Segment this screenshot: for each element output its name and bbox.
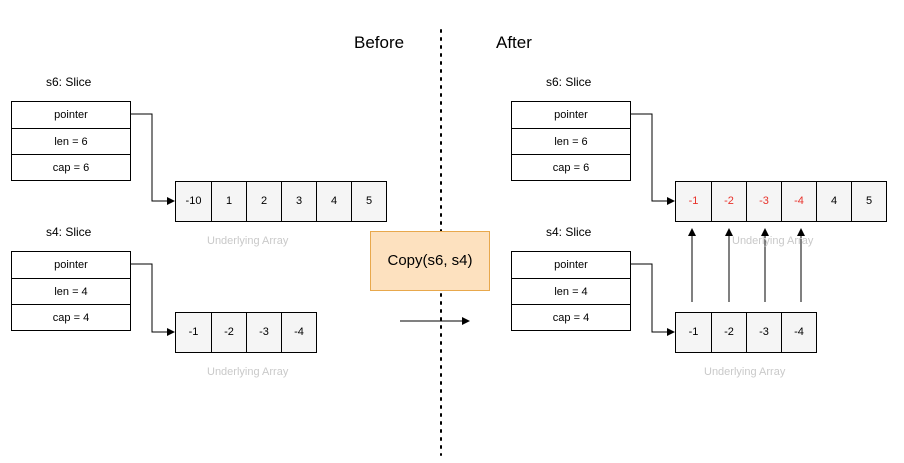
array-cell: -1 [688, 195, 699, 207]
after-s6-slice-struct: pointer len = 6 cap = 6 [511, 101, 631, 181]
after-s6-array-caption: Underlying Array [732, 235, 814, 247]
before-s4-array: -1 -2 -3 -4 [175, 312, 317, 353]
after-s4-slice-struct: pointer len = 4 cap = 4 [511, 251, 631, 331]
after-s4-title: s4: Slice [546, 225, 592, 239]
before-s6-array-caption: Underlying Array [207, 235, 289, 247]
array-cell: 2 [246, 182, 281, 221]
after-s6-cap: cap = 6 [512, 154, 630, 180]
before-s4-slice-struct: pointer len = 4 cap = 4 [11, 251, 131, 331]
before-s4-len: len = 4 [12, 278, 130, 304]
after-s6-pointer-arrow [630, 113, 675, 205]
after-s4-len: len = 4 [512, 278, 630, 304]
copy-operation-box: Copy(s6, s4) [370, 231, 490, 291]
before-s6-pointer-arrow [130, 113, 175, 205]
after-s4-pointer-arrow [630, 263, 675, 336]
after-s4-array-caption: Underlying Array [704, 366, 786, 378]
after-s6-len: len = 6 [512, 128, 630, 154]
before-s6-title: s6: Slice [46, 75, 92, 89]
array-cell: -2 [211, 313, 246, 352]
array-cell: -2 [711, 313, 746, 352]
after-s4-cap: cap = 4 [512, 304, 630, 330]
before-s6-cap: cap = 6 [12, 154, 130, 180]
after-s6-array: -1 -2 -3 -4 4 5 [675, 181, 887, 222]
array-cell: -1 [688, 326, 699, 338]
before-s6-slice-struct: pointer len = 6 cap = 6 [11, 101, 131, 181]
after-s6-title: s6: Slice [546, 75, 592, 89]
before-s4-array-caption: Underlying Array [207, 366, 289, 378]
array-cell: -1 [188, 326, 199, 338]
array-cell: -4 [781, 313, 816, 352]
array-cell: 3 [281, 182, 316, 221]
before-s4-pointer: pointer [54, 259, 88, 271]
array-cell: -4 [781, 182, 816, 221]
array-cell: 5 [351, 182, 386, 221]
after-heading: After [496, 33, 532, 52]
array-cell: 4 [816, 182, 851, 221]
array-cell: -2 [711, 182, 746, 221]
array-cell: -3 [746, 313, 781, 352]
after-s4-pointer: pointer [554, 259, 588, 271]
after-s4-array: -1 -2 -3 -4 [675, 312, 817, 353]
array-cell: -3 [246, 313, 281, 352]
array-cell: -10 [185, 195, 202, 207]
before-s6-array: -10 1 2 3 4 5 [175, 181, 387, 222]
before-s6-len: len = 6 [12, 128, 130, 154]
before-s4-pointer-arrow [130, 263, 175, 336]
array-cell: 5 [851, 182, 886, 221]
array-cell: 1 [211, 182, 246, 221]
before-s6-pointer: pointer [54, 109, 88, 121]
array-cell: -3 [746, 182, 781, 221]
array-cell: 4 [316, 182, 351, 221]
after-s6-pointer: pointer [554, 109, 588, 121]
before-s4-cap: cap = 4 [12, 304, 130, 330]
before-s4-title: s4: Slice [46, 225, 92, 239]
array-cell: -4 [281, 313, 316, 352]
before-heading: Before [354, 33, 405, 52]
